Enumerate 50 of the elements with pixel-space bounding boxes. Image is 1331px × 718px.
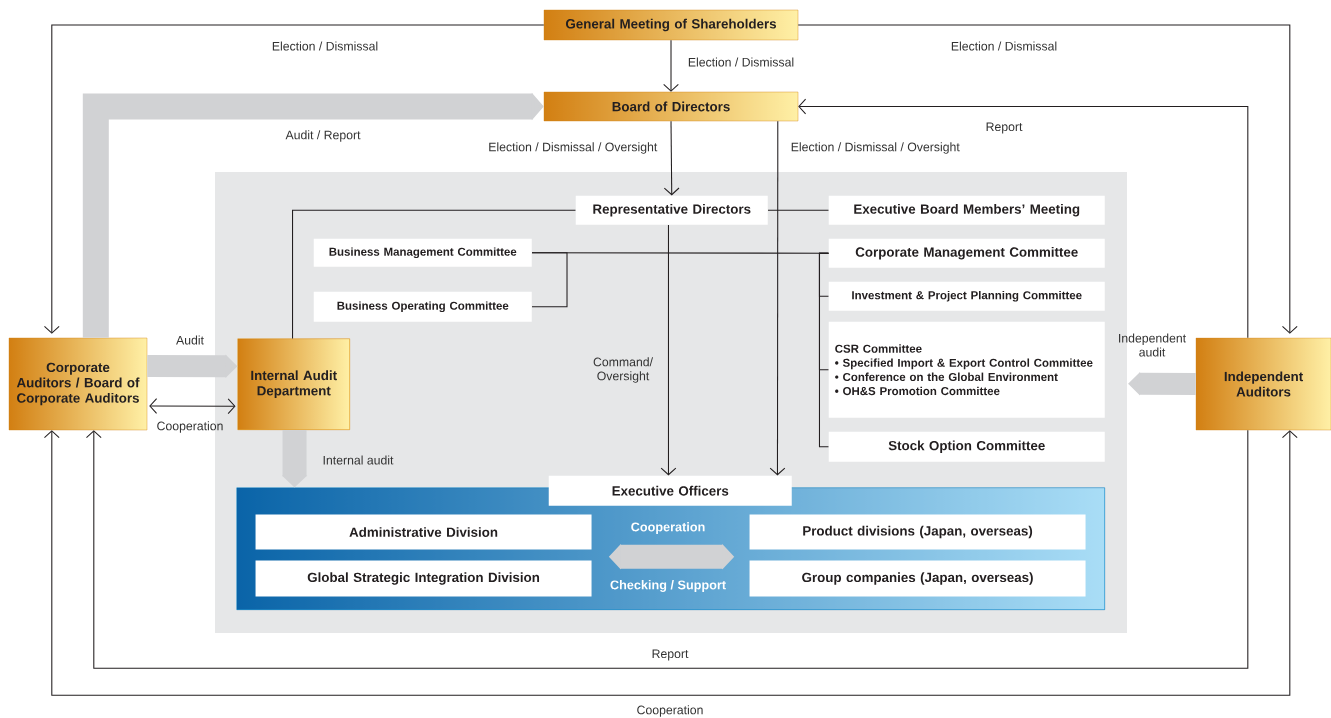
committee-box: Representative Directors [575, 195, 768, 225]
committee-box: Executive Officers [548, 475, 792, 506]
committee-box: Stock Option Committee [828, 431, 1105, 462]
committee-box: Group companies (Japan, overseas) [749, 560, 1086, 597]
arrow [663, 39, 679, 92]
edge-label: Audit [176, 335, 204, 345]
edge-label: Independent audit [1119, 333, 1186, 357]
committee-box: Business Management Committee [313, 238, 532, 267]
edge-label: Election / Dismissal / Oversight [489, 142, 658, 154]
edge-label: Report [986, 122, 1023, 134]
block-arrow [82, 92, 544, 338]
committee-box: Investment & Project Planning Committee [828, 281, 1105, 311]
connector-line [818, 252, 829, 448]
edge-label: Election / Dismissal [688, 57, 794, 67]
committee-box: Administrative Division [255, 514, 592, 550]
arrow [663, 120, 680, 196]
committee-box: CSR Committee • Specified Import & Export Control Committee • Conference on the Global Environment • OH&S Promotion Committee [828, 321, 1105, 418]
arrow [660, 224, 677, 476]
organization-box: Corporate Auditors / Board of Corporate Auditors [8, 337, 148, 431]
edge-label: Election / Dismissal [951, 41, 1057, 51]
organization-box: Board of Directors [543, 91, 799, 122]
organization-box: General Meeting of Shareholders [543, 9, 799, 41]
edge-label: Report [652, 649, 689, 661]
organization-box: Internal Audit Department [237, 338, 350, 430]
edge-label: Audit / Report [285, 130, 361, 142]
edge-label: Cooperation [157, 421, 223, 433]
edge-label: Cooperation [637, 705, 703, 717]
committee-box: Executive Board Members’ Meeting [828, 195, 1105, 225]
committee-box: Product divisions (Japan, overseas) [749, 514, 1086, 550]
committee-box: Global Strategic Integration Division [255, 560, 592, 597]
arrow [798, 98, 1249, 339]
committee-box: Corporate Management Committee [828, 238, 1105, 268]
connector-line [767, 209, 829, 211]
edge-label: Election / Dismissal [272, 41, 378, 51]
arrow [43, 24, 545, 334]
edge-label: Cooperation [631, 522, 705, 534]
arrow-label: Checking / Support [610, 580, 726, 592]
edge-label: Command/ Oversight [593, 357, 653, 383]
arrow [769, 120, 786, 476]
arrow [797, 24, 1298, 334]
connector-line [292, 209, 576, 340]
arrow [85, 429, 1249, 669]
arrow [149, 398, 236, 415]
block-arrow [1128, 372, 1196, 396]
edge-label: Election / Dismissal / Oversight [791, 142, 960, 154]
committee-box: Business Operating Committee [313, 291, 532, 322]
arrow [43, 430, 1298, 696]
organization-box: Independent Auditors [1195, 337, 1331, 431]
connector-line [531, 252, 568, 308]
edge-label: Internal audit [323, 455, 394, 465]
